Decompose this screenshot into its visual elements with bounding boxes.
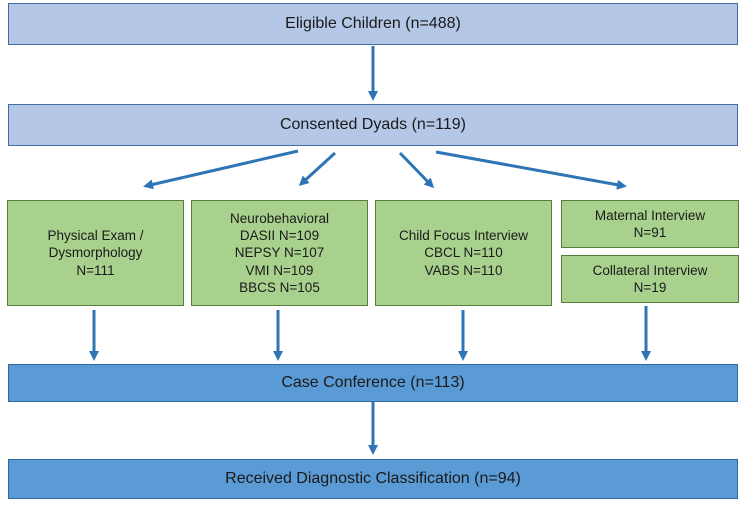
child-focus-title: Child Focus Interview	[398, 228, 529, 244]
child-focus-vabs: VABS N=110	[424, 262, 503, 278]
neurobehavioral-bbcs: BBCS N=105	[239, 279, 320, 295]
consented-dyads-label: Consented Dyads (n=119)	[279, 115, 467, 133]
collateral-interview-box: Collateral Interview N=19	[561, 255, 739, 303]
consented-dyads-box: Consented Dyads (n=119)	[8, 104, 738, 146]
arrow-consented-to-maternal	[435, 150, 627, 190]
maternal-interview-count: N=91	[633, 225, 667, 240]
child-focus-cbcl: CBCL N=110	[424, 245, 503, 261]
case-conference-label: Case Conference (n=113)	[281, 373, 465, 391]
arrow-consented-to-childfocus	[398, 151, 435, 189]
diagnostic-classification-box: Received Diagnostic Classification (n=94…	[8, 459, 738, 499]
arrow-consented-to-neuro	[298, 151, 337, 187]
eligible-children-box: Eligible Children (n=488)	[8, 3, 738, 45]
physical-exam-line-3: N=111	[76, 262, 115, 278]
collateral-interview-count: N=19	[633, 280, 667, 295]
child-focus-interview-box: Child Focus Interview CBCL N=110 VABS N=…	[375, 200, 552, 306]
neurobehavioral-title: Neurobehavioral	[229, 210, 330, 226]
neurobehavioral-nepsy: NEPSY N=107	[234, 245, 325, 261]
neurobehavioral-dasii: DASII N=109	[239, 228, 320, 244]
neurobehavioral-box: Neurobehavioral DASII N=109 NEPSY N=107 …	[191, 200, 368, 306]
neurobehavioral-vmi: VMI N=109	[245, 262, 314, 278]
physical-exam-box: Physical Exam / Dysmorphology N=111	[7, 200, 184, 306]
arrow-consented-to-physical	[143, 149, 299, 190]
eligible-children-label: Eligible Children (n=488)	[285, 14, 461, 32]
maternal-interview-box: Maternal Interview N=91	[561, 200, 739, 248]
maternal-interview-title: Maternal Interview	[594, 207, 706, 223]
physical-exam-line-2: Dysmorphology	[48, 245, 143, 261]
diagnostic-classification-label: Received Diagnostic Classification (n=94…	[225, 469, 521, 487]
collateral-interview-title: Collateral Interview	[592, 262, 708, 278]
physical-exam-line-1: Physical Exam /	[47, 228, 144, 244]
case-conference-box: Case Conference (n=113)	[8, 364, 738, 402]
